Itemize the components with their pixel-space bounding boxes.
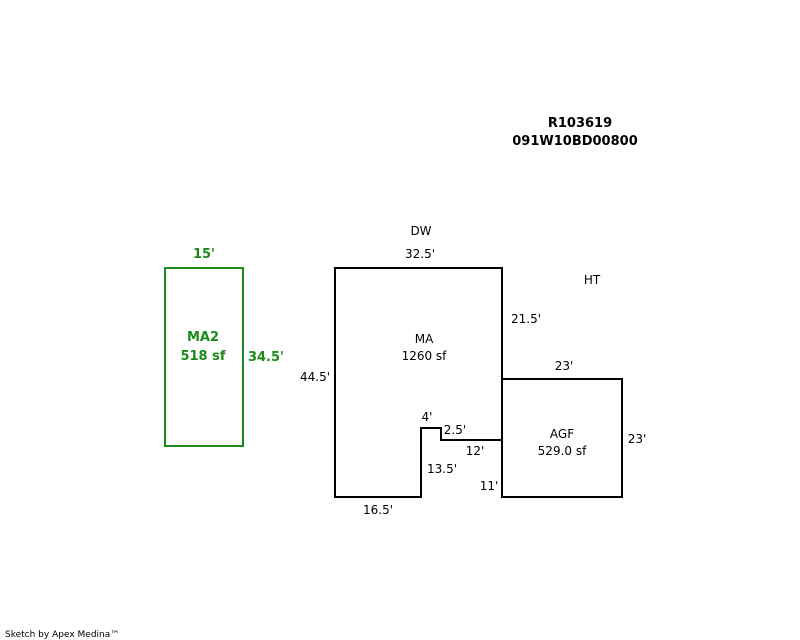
ma-dim-notch-side: 13.5': [427, 462, 457, 476]
ma2-dim-right: 34.5': [248, 350, 284, 365]
ma2-outline: [164, 267, 244, 447]
ma2-area: 518 sf: [180, 349, 225, 364]
ma-dim-bottom: 16.5': [363, 503, 393, 517]
agf-dim-right: 23': [628, 432, 647, 446]
ma-dim-lower-right: 11': [480, 479, 499, 493]
ma-dim-right: 21.5': [511, 312, 541, 326]
ma-dim-top: 32.5': [405, 247, 435, 261]
ht-label: HT: [584, 273, 601, 287]
agf-dim-top: 23': [555, 359, 574, 373]
ma-area: 1260 sf: [402, 349, 448, 363]
ma-outline: [334, 267, 503, 498]
ma-dim-step: 2.5': [444, 423, 466, 437]
ma-dim-notch-top: 4': [422, 410, 433, 424]
ma2-name: MA2: [187, 330, 219, 345]
sketch-credit: Sketch by Apex Medina™: [5, 630, 119, 640]
ma-dim-inner: 12': [466, 444, 485, 458]
ma-dim-left: 44.5': [300, 370, 330, 384]
agf-outline: [501, 378, 623, 498]
map-number: 091W10BD00800: [512, 134, 638, 149]
agf-name: AGF: [550, 427, 574, 441]
ma-name: MA: [415, 332, 434, 346]
dw-label: DW: [410, 224, 431, 238]
agf-area: 529.0 sf: [538, 444, 587, 458]
parcel-id: R103619: [548, 116, 612, 131]
ma2-dim-top: 15': [193, 247, 215, 262]
